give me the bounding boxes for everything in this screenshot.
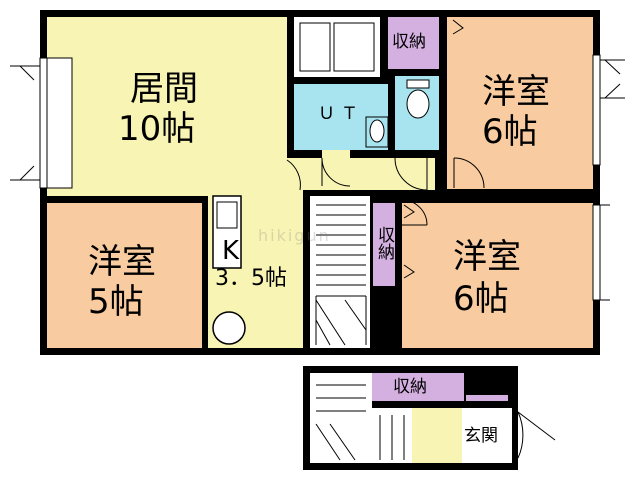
kitchen-size: 3．5帖: [215, 266, 287, 291]
western-room-e-size: 6帖: [453, 279, 509, 319]
storage-label-mid: 収納: [374, 226, 394, 260]
toilet-bowl: [406, 89, 430, 119]
storage-mid-floor: [373, 203, 395, 286]
storage-bottom-floor: [372, 373, 464, 401]
storage-top-floor: [388, 17, 439, 69]
window-ticks: [10, 59, 625, 301]
washbasin: [369, 119, 385, 143]
stairwell-floor: [310, 196, 370, 348]
closet-door-marks: [403, 19, 464, 279]
western-room-e-name: 洋室: [453, 237, 521, 277]
western-room-ne-name: 洋室: [482, 72, 550, 112]
utility-label: ＵＴ: [318, 104, 364, 124]
door-swings: [286, 157, 485, 226]
watermark: hikigun: [258, 226, 331, 245]
entrance-door-swing: [517, 411, 524, 459]
western-room-e-floor: [402, 203, 593, 348]
western-room-w-floor: [47, 203, 202, 348]
living-hall-opening: [287, 158, 303, 196]
bathtub: [299, 22, 331, 72]
entrance-hall-floor: [412, 408, 462, 463]
bathroom-floor: [294, 17, 380, 77]
western-room-ne-size: 6帖: [482, 112, 538, 152]
kitchen-name: K: [222, 236, 240, 266]
hall-floor-upper: [287, 158, 435, 196]
entrance-door-leaf: [517, 411, 556, 441]
stair-treads: [315, 204, 367, 346]
interior-walls: [47, 17, 600, 348]
lower-stair-treads: [315, 384, 405, 461]
utility-door-gap: [322, 150, 350, 158]
storage-label-top: 収納: [392, 32, 426, 52]
kitchen-stove: [212, 311, 246, 345]
western-room-w-size: 5帖: [88, 282, 144, 322]
living-room-name: 居間: [130, 69, 198, 109]
western-room-ne-floor: [447, 17, 593, 189]
genkan-floor: [462, 408, 512, 463]
storage-label-bottom: 収納: [393, 377, 427, 397]
entrance-divider: [372, 401, 512, 408]
living-room-size: 10帖: [118, 109, 196, 149]
entrance-label: 玄関: [464, 426, 498, 446]
western-room-w-name: 洋室: [88, 242, 156, 282]
entrance-stair-floor: [310, 373, 372, 463]
kitchen-sink: [216, 201, 238, 229]
toilet-tank: [406, 79, 430, 89]
windows: [39, 54, 601, 301]
kitchen-opening: [208, 196, 303, 203]
bath-wash-area: [333, 22, 375, 72]
